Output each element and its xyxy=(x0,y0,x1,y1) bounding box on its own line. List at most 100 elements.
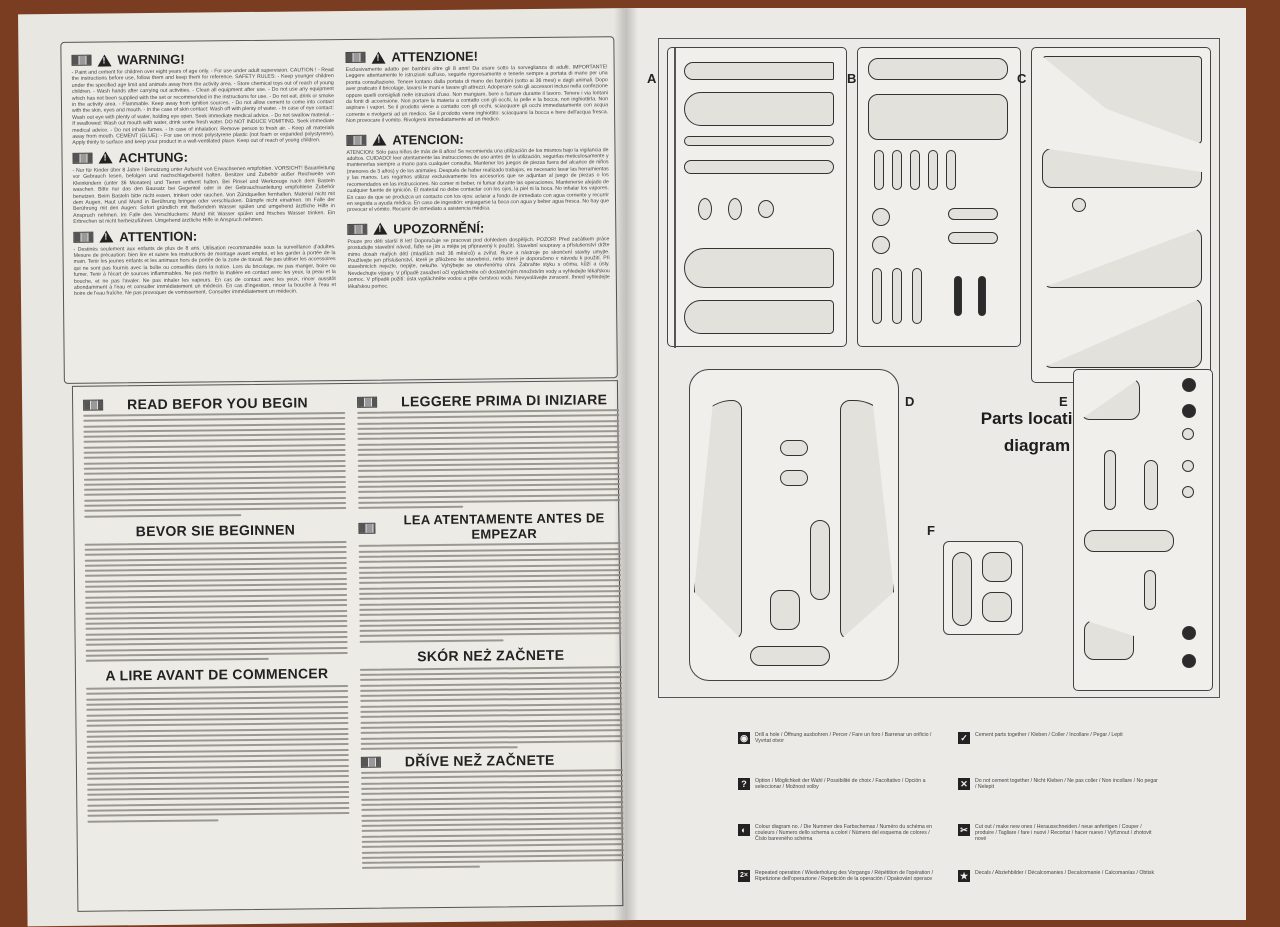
sprue-b xyxy=(857,47,1021,347)
warning-it-title: ATTENZIONE! xyxy=(391,48,478,65)
booklet-spread: WARNING! - Paint and cement for children… xyxy=(18,8,1262,927)
part-b-rod xyxy=(892,150,902,190)
drill-icon: ◉ xyxy=(738,732,750,744)
part-strip-a2 xyxy=(684,160,834,174)
part-e-wheel xyxy=(1182,378,1196,392)
sprue-c xyxy=(1031,47,1211,383)
uk-flag-icon xyxy=(83,399,104,411)
part-b-strut xyxy=(872,268,882,324)
part-e-plate xyxy=(1084,530,1174,552)
uk-flag-icon xyxy=(71,54,92,66)
part-d-base xyxy=(750,646,830,666)
legend-cut: ✂ Cut out / make new ones / Herausschnei… xyxy=(958,824,1158,843)
sprue-a xyxy=(667,47,847,348)
no-cement-icon: ✕ xyxy=(958,778,970,790)
warning-de-title: ACHTUNG: xyxy=(118,149,188,166)
part-d-fuselage-right xyxy=(840,400,894,640)
read-cz-title: DŘÍVE NEŽ ZAČNETE xyxy=(404,751,555,770)
decals-icon: ★ xyxy=(958,870,970,882)
read-en-text xyxy=(83,412,347,518)
read-fr-title: A LIRE AVANT DE COMMENCER xyxy=(105,665,329,684)
sprue-d xyxy=(689,369,899,681)
cz-flag-icon xyxy=(347,223,368,235)
warning-es-header: ATENCION: xyxy=(346,130,608,148)
right-page: A B xyxy=(624,8,1246,920)
part-c-wing1 xyxy=(1042,56,1202,144)
part-f-piece xyxy=(982,552,1012,582)
legend-option-text: Option / Möglichkeit der Wahl / Possibil… xyxy=(755,778,926,791)
legend-repeat-text: Repeated operation / Wiederholung des Vo… xyxy=(755,870,934,883)
warning-en-text: - Paint and cement for children over eig… xyxy=(71,67,335,147)
it-flag-icon xyxy=(357,396,378,408)
legend-no-cement: ✕ Do not cement together / Nicht Kleben … xyxy=(958,778,1158,790)
left-page: WARNING! - Paint and cement for children… xyxy=(18,8,640,927)
warning-en-header: WARNING! xyxy=(71,50,333,68)
legend-cut-text: Cut out / make new ones / Herausschneide… xyxy=(975,824,1152,843)
legend-colour-text: Colour diagram no. / Die Nummer des Farb… xyxy=(755,824,933,843)
warning-triangle-icon xyxy=(98,151,113,164)
part-c-wing2 xyxy=(1042,148,1202,188)
warning-cz-text: Pouze pro děti starší 8 let! Doporučuje … xyxy=(347,235,610,290)
part-d-panel xyxy=(810,520,830,600)
legend-repeat: 2× Repeated operation / Wiederholung des… xyxy=(738,870,938,882)
part-e-fin xyxy=(1080,378,1140,420)
part-b-rod xyxy=(874,150,884,190)
part-e-disc xyxy=(1182,460,1194,472)
it-flag-icon xyxy=(345,51,366,63)
es-flag-icon xyxy=(358,522,376,534)
part-b-rod xyxy=(928,150,938,190)
read-cz-text xyxy=(360,769,624,870)
warning-es-text: ATENCION: Sólo para niños de más de 8 añ… xyxy=(346,146,610,214)
part-wheel-a xyxy=(698,198,712,220)
part-d-panel xyxy=(770,590,800,630)
parts-diagram-frame: A B xyxy=(647,38,1220,698)
part-b-strut xyxy=(912,268,922,324)
warning-triangle-icon xyxy=(97,53,112,67)
part-e-strut xyxy=(1144,570,1156,610)
read-fr-text xyxy=(86,685,350,823)
part-b-rod xyxy=(910,150,920,190)
option-icon: ? xyxy=(738,778,750,790)
legend-drill-text: Drill a hole / Öffnung ausbohren / Perce… xyxy=(755,732,932,745)
cut-icon: ✂ xyxy=(958,824,970,836)
warning-es-title: ATENCION: xyxy=(392,131,464,148)
part-d-piece xyxy=(780,440,808,456)
cz-flag-icon xyxy=(360,756,381,768)
legend-no-cement-text: Do not cement together / Nicht Kleben / … xyxy=(975,778,1158,791)
parts-locating-title: Parts locating diagram xyxy=(980,409,1094,455)
read-es-title: LEA ATENTAMENTE ANTES DE EMPEZAR xyxy=(403,510,605,543)
warning-de-header: ACHTUNG: xyxy=(72,148,334,166)
fr-flag-icon xyxy=(73,231,94,243)
part-e-strut xyxy=(1104,450,1116,510)
es-flag-icon xyxy=(346,134,367,146)
read-es-text xyxy=(358,542,622,643)
warning-triangle-icon xyxy=(371,51,386,64)
warning-de-text: - Nur für Kinder über 8 Jahre ! Benutzun… xyxy=(72,164,336,225)
read-de-text xyxy=(84,540,348,662)
read-cz-header: DŘÍVE NEŽ ZAČNETE xyxy=(360,751,623,770)
read-it-header: LEGGERE PRIMA DI INIZIARE xyxy=(357,391,619,410)
part-b-strut xyxy=(892,268,902,324)
part-fuselage-a3 xyxy=(684,248,834,288)
instructions-box: READ BEFOR YOU BEGIN BEVOR SIE BEGINNEN … xyxy=(71,380,624,912)
part-c-wing4 xyxy=(1042,298,1202,368)
part-wheel-a2 xyxy=(728,198,742,220)
warning-cz-header: UPOZORNĚNÍ: xyxy=(347,219,609,237)
warning-fr-header: ATTENTION: xyxy=(73,227,335,245)
part-b-rod xyxy=(946,150,956,190)
warning-triangle-icon xyxy=(99,230,114,243)
read-es-header: LEA ATENTAMENTE ANTES DE EMPEZAR xyxy=(358,510,620,543)
sprue-label-d: D xyxy=(905,394,915,409)
read-it-title: LEGGERE PRIMA DI INIZIARE xyxy=(401,391,608,410)
repeat-icon: 2× xyxy=(738,870,750,882)
warning-triangle-icon xyxy=(372,133,387,146)
part-b-frame xyxy=(868,94,1008,140)
part-disc-a xyxy=(758,200,774,218)
legend-option: ? Option / Möglichkeit der Wahl / Possib… xyxy=(738,778,938,790)
part-f-piece xyxy=(982,592,1012,622)
part-e-fin2 xyxy=(1084,620,1134,660)
part-e-wheel xyxy=(1182,404,1196,418)
warning-en-title: WARNING! xyxy=(117,51,185,68)
part-f-seat xyxy=(952,552,972,626)
sprue-label-a: A xyxy=(647,71,657,86)
